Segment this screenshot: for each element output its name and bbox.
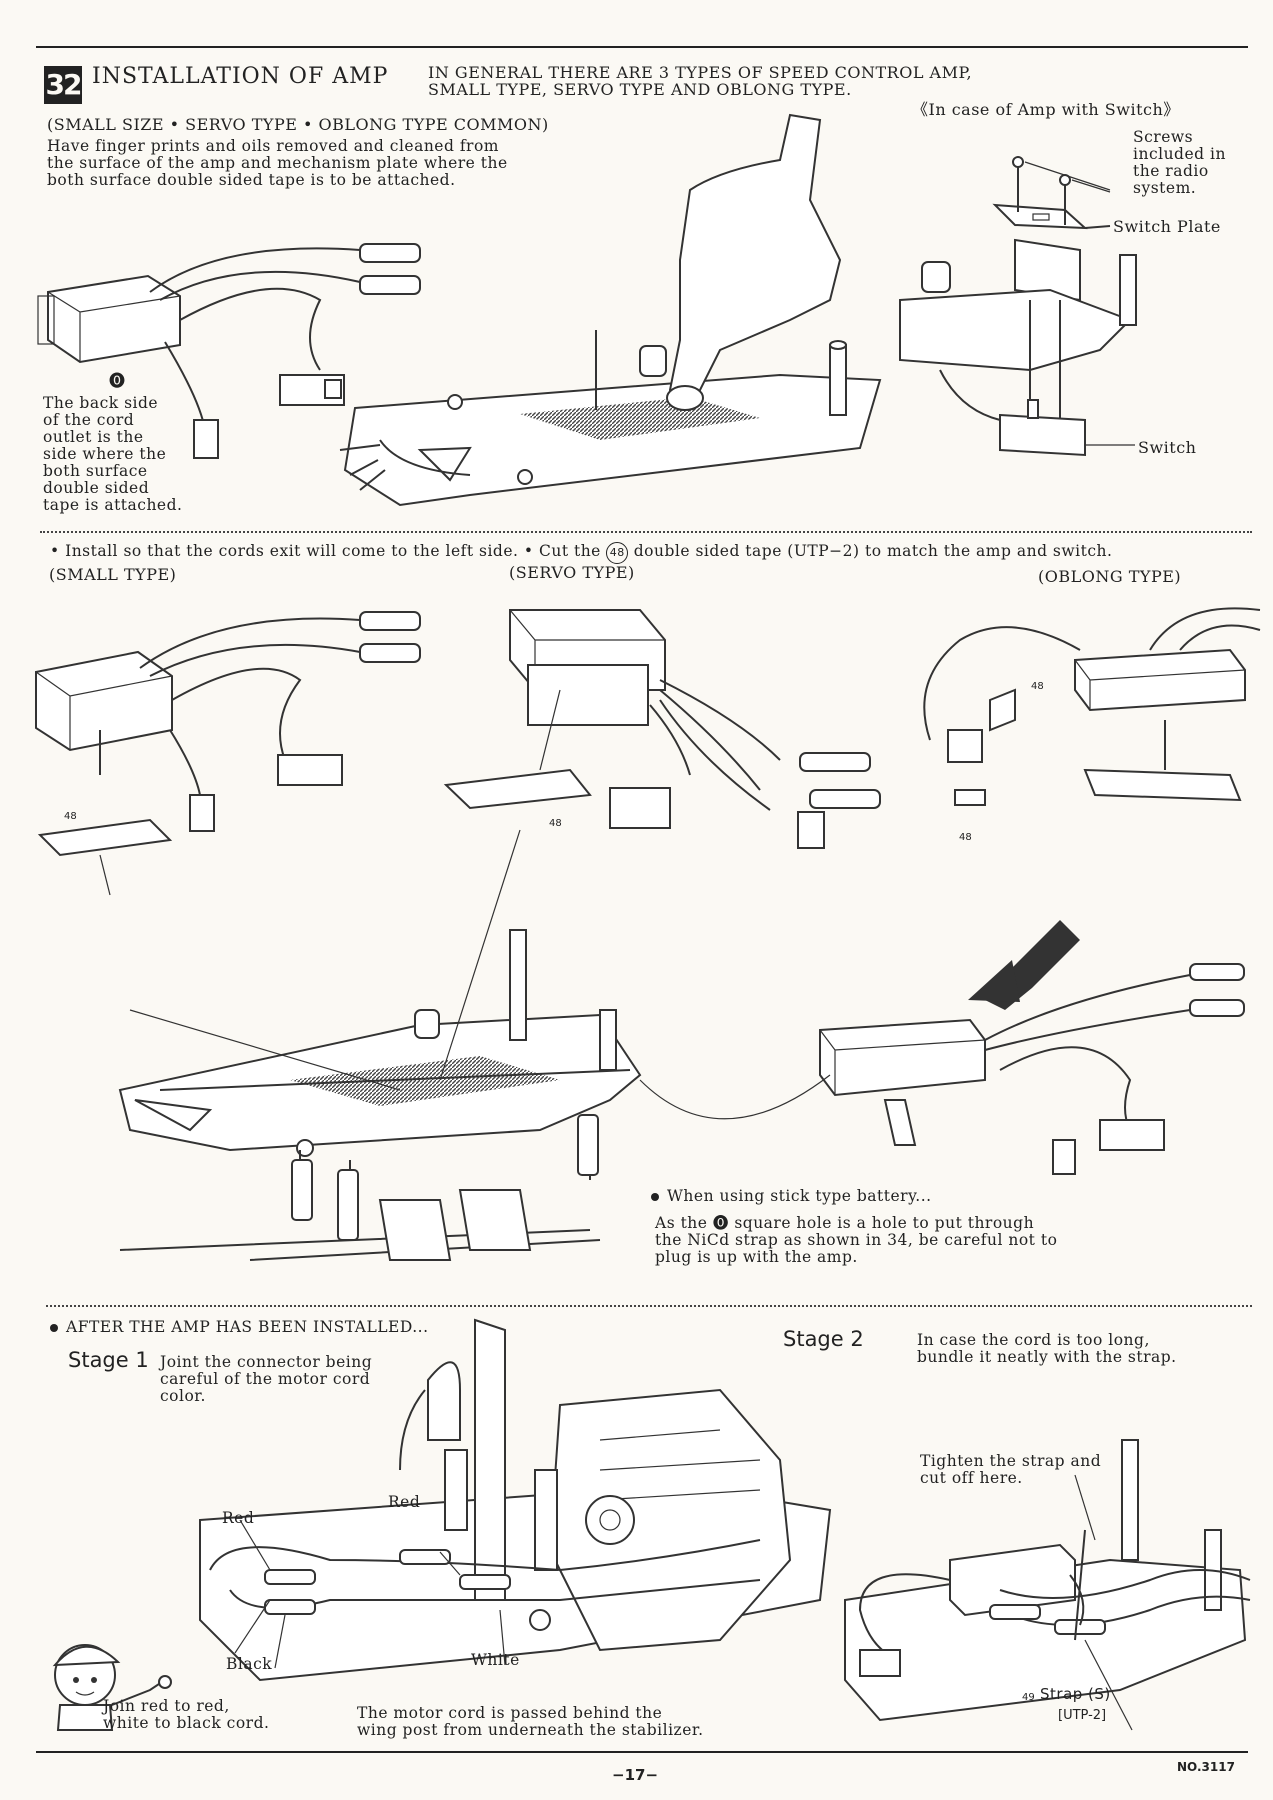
stage1-line-3: color. — [160, 1387, 206, 1405]
top-chassis-plate-illustration — [339, 330, 882, 507]
bottom-rule — [36, 1751, 1248, 1753]
wire-label-red-right: Red — [388, 1493, 421, 1511]
strap-code: [UTP-2] — [1058, 1708, 1107, 1723]
stage1-label: Stage 1 — [68, 1348, 149, 1372]
back-side-line-3: outlet is the — [43, 428, 144, 446]
type-label-small: (SMALL TYPE) — [49, 565, 177, 584]
tape-label-servo: 48 — [549, 818, 562, 829]
stage1-line-1: Joint the connector being — [160, 1353, 373, 1371]
tighten-line-2: cut off here. — [920, 1469, 1023, 1487]
divider-dotted-2 — [46, 1305, 1252, 1307]
after-heading-text: AFTER THE AMP HAS BEEN INSTALLED... — [66, 1318, 429, 1336]
divider-dotted-1 — [40, 531, 1252, 533]
screws-line-3: the radio — [1133, 162, 1209, 180]
type-label-oblong: (OBLONG TYPE) — [1038, 567, 1182, 586]
motor-cord-note: The motor cord is passed behind the wing… — [357, 1705, 704, 1739]
after-heading: AFTER THE AMP HAS BEEN INSTALLED... — [50, 1319, 429, 1336]
battery-line-3: plug is up with the amp. — [655, 1248, 858, 1266]
back-side-line-4: side where the — [43, 445, 167, 463]
top-rule — [36, 46, 1248, 48]
back-side-line-6: double sided — [43, 479, 150, 497]
top-small-amp-illustration — [37, 243, 421, 459]
cleaning-line-1: Have finger prints and oils removed and … — [47, 137, 500, 155]
battery-line-2: the NiCd strap as shown in 34, be carefu… — [655, 1231, 1058, 1249]
intro-line-1: IN GENERAL THERE ARE 3 TYPES OF SPEED CO… — [428, 63, 973, 82]
stage1-line-2: careful of the motor cord — [160, 1370, 371, 1388]
tighten-line-1: Tighten the strap and — [920, 1452, 1102, 1470]
section-title: INSTALLATION OF AMP — [92, 64, 389, 89]
top-switch-plate-illustration — [899, 156, 1137, 457]
back-side-line-5: both surface — [43, 462, 148, 480]
cleaning-line-2: the surface of the amp and mechanism pla… — [47, 154, 508, 172]
switch-label: Switch — [1138, 438, 1197, 457]
back-side-line-1: The back side — [43, 394, 159, 412]
mascot-note: Join red to red, white to black cord. — [103, 1698, 269, 1732]
install-note: • Install so that the cords exit will co… — [50, 542, 1112, 564]
mid-servo-amp-illustration — [443, 609, 881, 849]
stage2-line-2: bundle it neatly with the strap. — [917, 1348, 1177, 1366]
part-ref-circle: 48 — [606, 542, 629, 564]
common-heading: (SMALL SIZE • SERVO TYPE • OBLONG TYPE C… — [47, 115, 549, 134]
mid-oblong-amp-illustration — [923, 607, 1261, 806]
switch-plate-label: Switch Plate — [1113, 217, 1221, 236]
stage1-note: Joint the connector being careful of the… — [160, 1354, 372, 1405]
screws-line-1: Screws — [1133, 128, 1194, 146]
install-note-b: • Cut the — [523, 542, 601, 560]
mascot-line-1: Join red to red, — [103, 1697, 230, 1715]
switch-case-title: 《In case of Amp with Switch》 — [912, 100, 1180, 119]
back-side-line-7: tape is attached. — [43, 496, 183, 514]
tighten-note: Tighten the strap and cut off here. — [920, 1453, 1101, 1487]
battery-heading-text: When using stick type battery... — [667, 1187, 932, 1205]
tape-label-switch: 48 — [959, 832, 972, 843]
motor-cord-line-2: wing post from underneath the stabilizer… — [357, 1721, 704, 1739]
stage2-chassis-illustration — [844, 1439, 1251, 1722]
back-side-note: The back side of the cord outlet is the … — [43, 395, 182, 514]
stage2-label: Stage 2 — [783, 1327, 864, 1351]
page-number: −17− — [612, 1766, 659, 1784]
mid-stick-amp-illustration — [639, 920, 1245, 1175]
mascot-line-2: white to black cord. — [103, 1714, 270, 1732]
doc-number: NO.3117 — [1177, 1760, 1235, 1774]
cleaning-line-3: both surface double sided tape is to be … — [47, 171, 456, 189]
mid-small-amp-illustration — [35, 611, 421, 896]
screws-line-2: included in — [1133, 145, 1226, 163]
wire-label-black: Black — [226, 1655, 273, 1673]
intro-line-2: SMALL TYPE, SERVO TYPE AND OBLONG TYPE. — [428, 80, 852, 99]
mascot-illustration — [52, 1644, 172, 1731]
back-side-line-2: of the cord — [43, 411, 135, 429]
mid-chassis-plate-illustration — [118, 829, 642, 1261]
bullet-dot — [50, 1324, 58, 1332]
stage2-line-1: In case the cord is too long, — [917, 1331, 1150, 1349]
type-label-servo: (SERVO TYPE) — [509, 563, 635, 582]
screws-note: Screws included in the radio system. — [1133, 129, 1226, 197]
stage1-chassis-illustration — [199, 1318, 832, 1682]
strap-label: Strap (S) — [1040, 1685, 1111, 1703]
battery-heading: When using stick type battery... — [651, 1188, 932, 1205]
battery-line-1: As the ⓿ square hole is a hole to put th… — [655, 1214, 1035, 1232]
battery-note: As the ⓿ square hole is a hole to put th… — [655, 1215, 1057, 1266]
tape-label-oblong: 48 — [1031, 681, 1044, 692]
screws-line-4: system. — [1133, 179, 1197, 197]
tape-label-small: 48 — [64, 811, 77, 822]
callout-mark: ⓿ — [109, 371, 126, 390]
wire-label-red-left: Red — [222, 1509, 255, 1527]
step-number-badge: 32 — [44, 66, 82, 104]
install-note-a: • Install so that the cords exit will co… — [50, 542, 519, 560]
leader-lines — [234, 1474, 1133, 1731]
bullet-dot — [651, 1193, 659, 1201]
top-finger-illustration — [666, 113, 842, 412]
strap-ref: 49 — [1022, 1692, 1035, 1703]
cleaning-instructions: Have finger prints and oils removed and … — [47, 138, 508, 189]
install-note-c: double sided tape (UTP−2) to match the a… — [633, 542, 1113, 560]
wire-label-white: White — [471, 1651, 520, 1669]
stage2-note: In case the cord is too long, bundle it … — [917, 1332, 1177, 1366]
motor-cord-line-1: The motor cord is passed behind the — [357, 1704, 663, 1722]
